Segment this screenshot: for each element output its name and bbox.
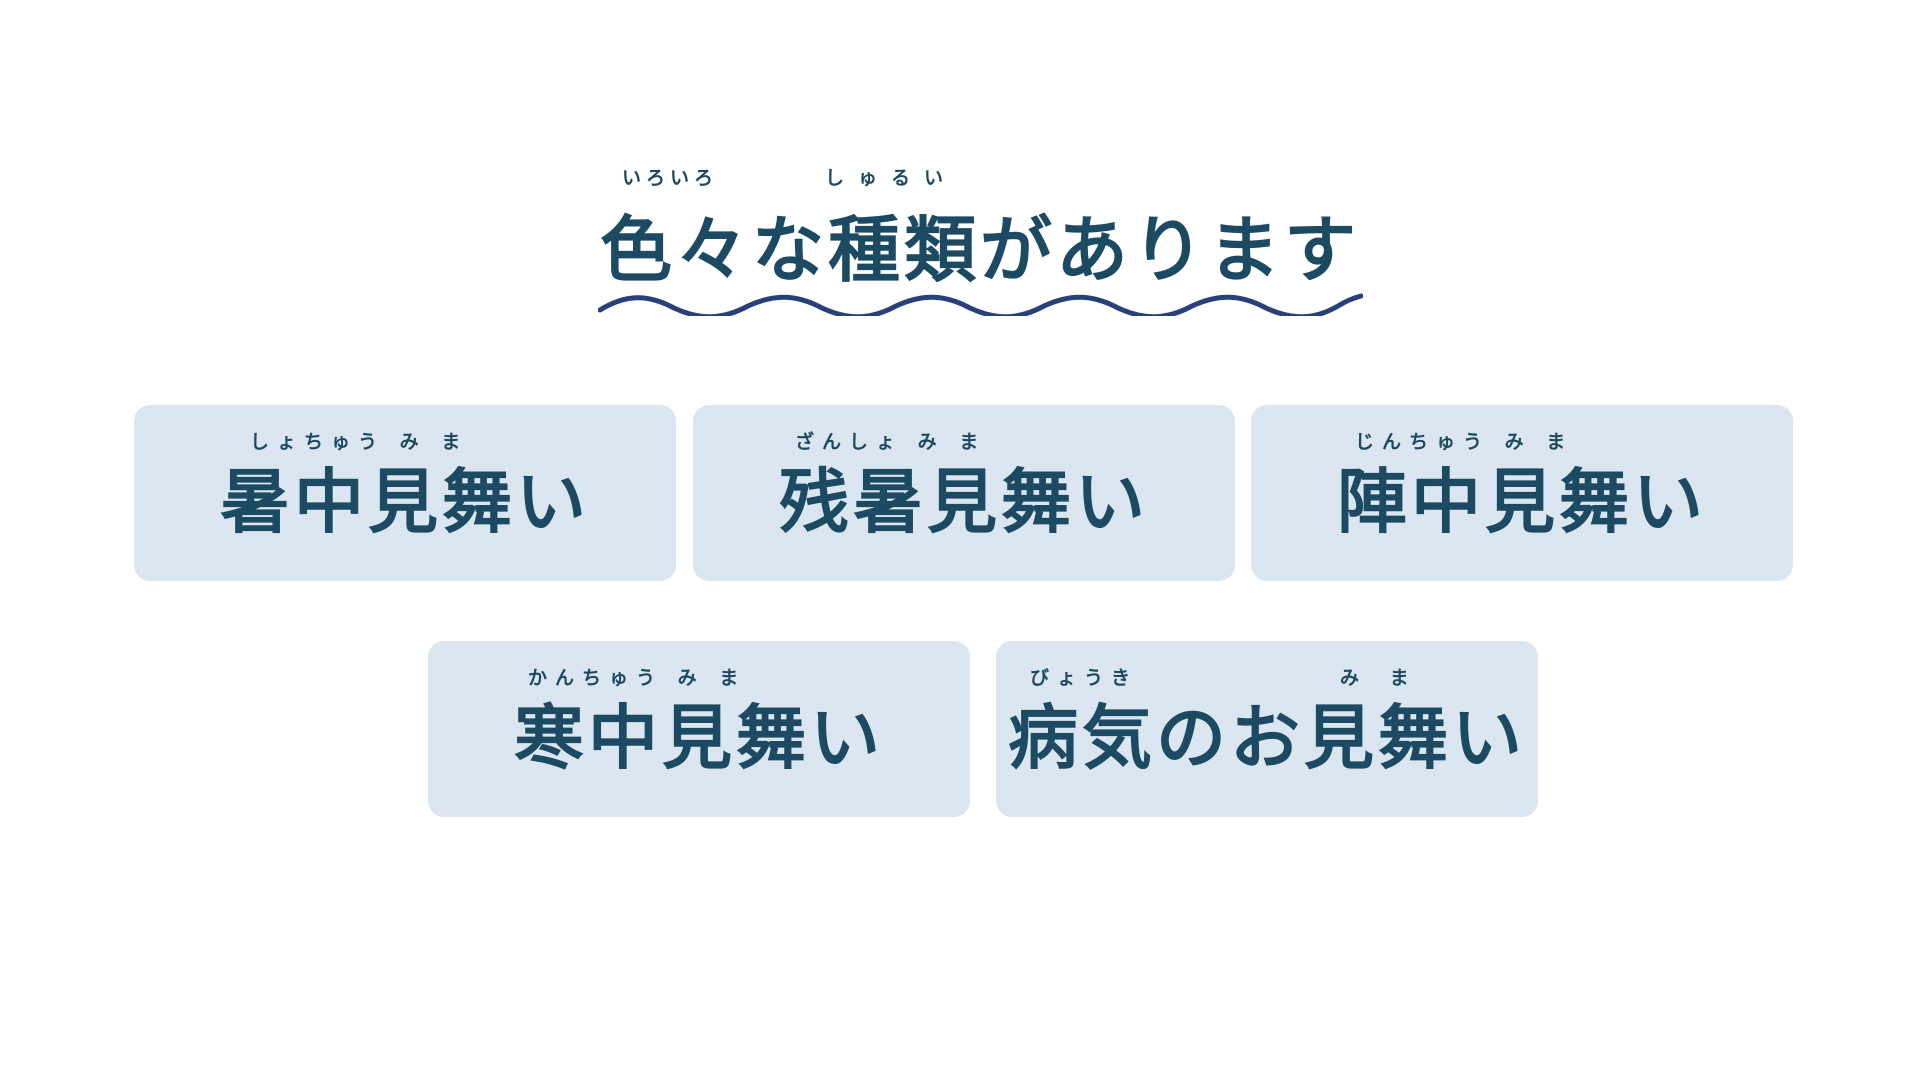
page-title: 色々な種類があります xyxy=(600,208,1361,292)
wavy-underline xyxy=(598,293,1363,316)
card-label: 病気のお見舞い xyxy=(1008,697,1526,779)
card-byoki-mimai[interactable]: びょうき み ま 病気のお見舞い xyxy=(996,641,1538,817)
card-furigana-byoki: びょうき xyxy=(1030,667,1139,689)
card-furigana: じんちゅう み ま xyxy=(1355,431,1574,453)
card-furigana-mima: み ま xyxy=(1340,667,1421,689)
card-jinchu-mimai[interactable]: じんちゅう み ま 陣中見舞い xyxy=(1251,405,1793,581)
card-furigana: ざんしょ み ま xyxy=(795,431,987,453)
heading-furigana-iroiro: いろいろ xyxy=(622,167,719,189)
heading-furigana: いろいろ しゅるい xyxy=(600,163,1370,189)
card-furigana: しょちゅう み ま xyxy=(250,431,469,453)
card-furigana: かんちゅう み ま xyxy=(528,667,747,689)
card-label: 陣中見舞い xyxy=(1337,461,1707,543)
card-shochu-mimai[interactable]: しょちゅう み ま 暑中見舞い xyxy=(134,405,676,581)
card-label: 残暑見舞い xyxy=(779,461,1149,543)
heading-furigana-shurui: しゅるい xyxy=(825,167,958,189)
card-zansho-mimai[interactable]: ざんしょ み ま 残暑見舞い xyxy=(693,405,1235,581)
heading-block: いろいろ しゅるい 色々な種類があります xyxy=(598,155,1370,316)
card-label: 暑中見舞い xyxy=(220,461,590,543)
card-label: 寒中見舞い xyxy=(514,697,884,779)
card-kanchu-mimai[interactable]: かんちゅう み ま 寒中見舞い xyxy=(428,641,970,817)
